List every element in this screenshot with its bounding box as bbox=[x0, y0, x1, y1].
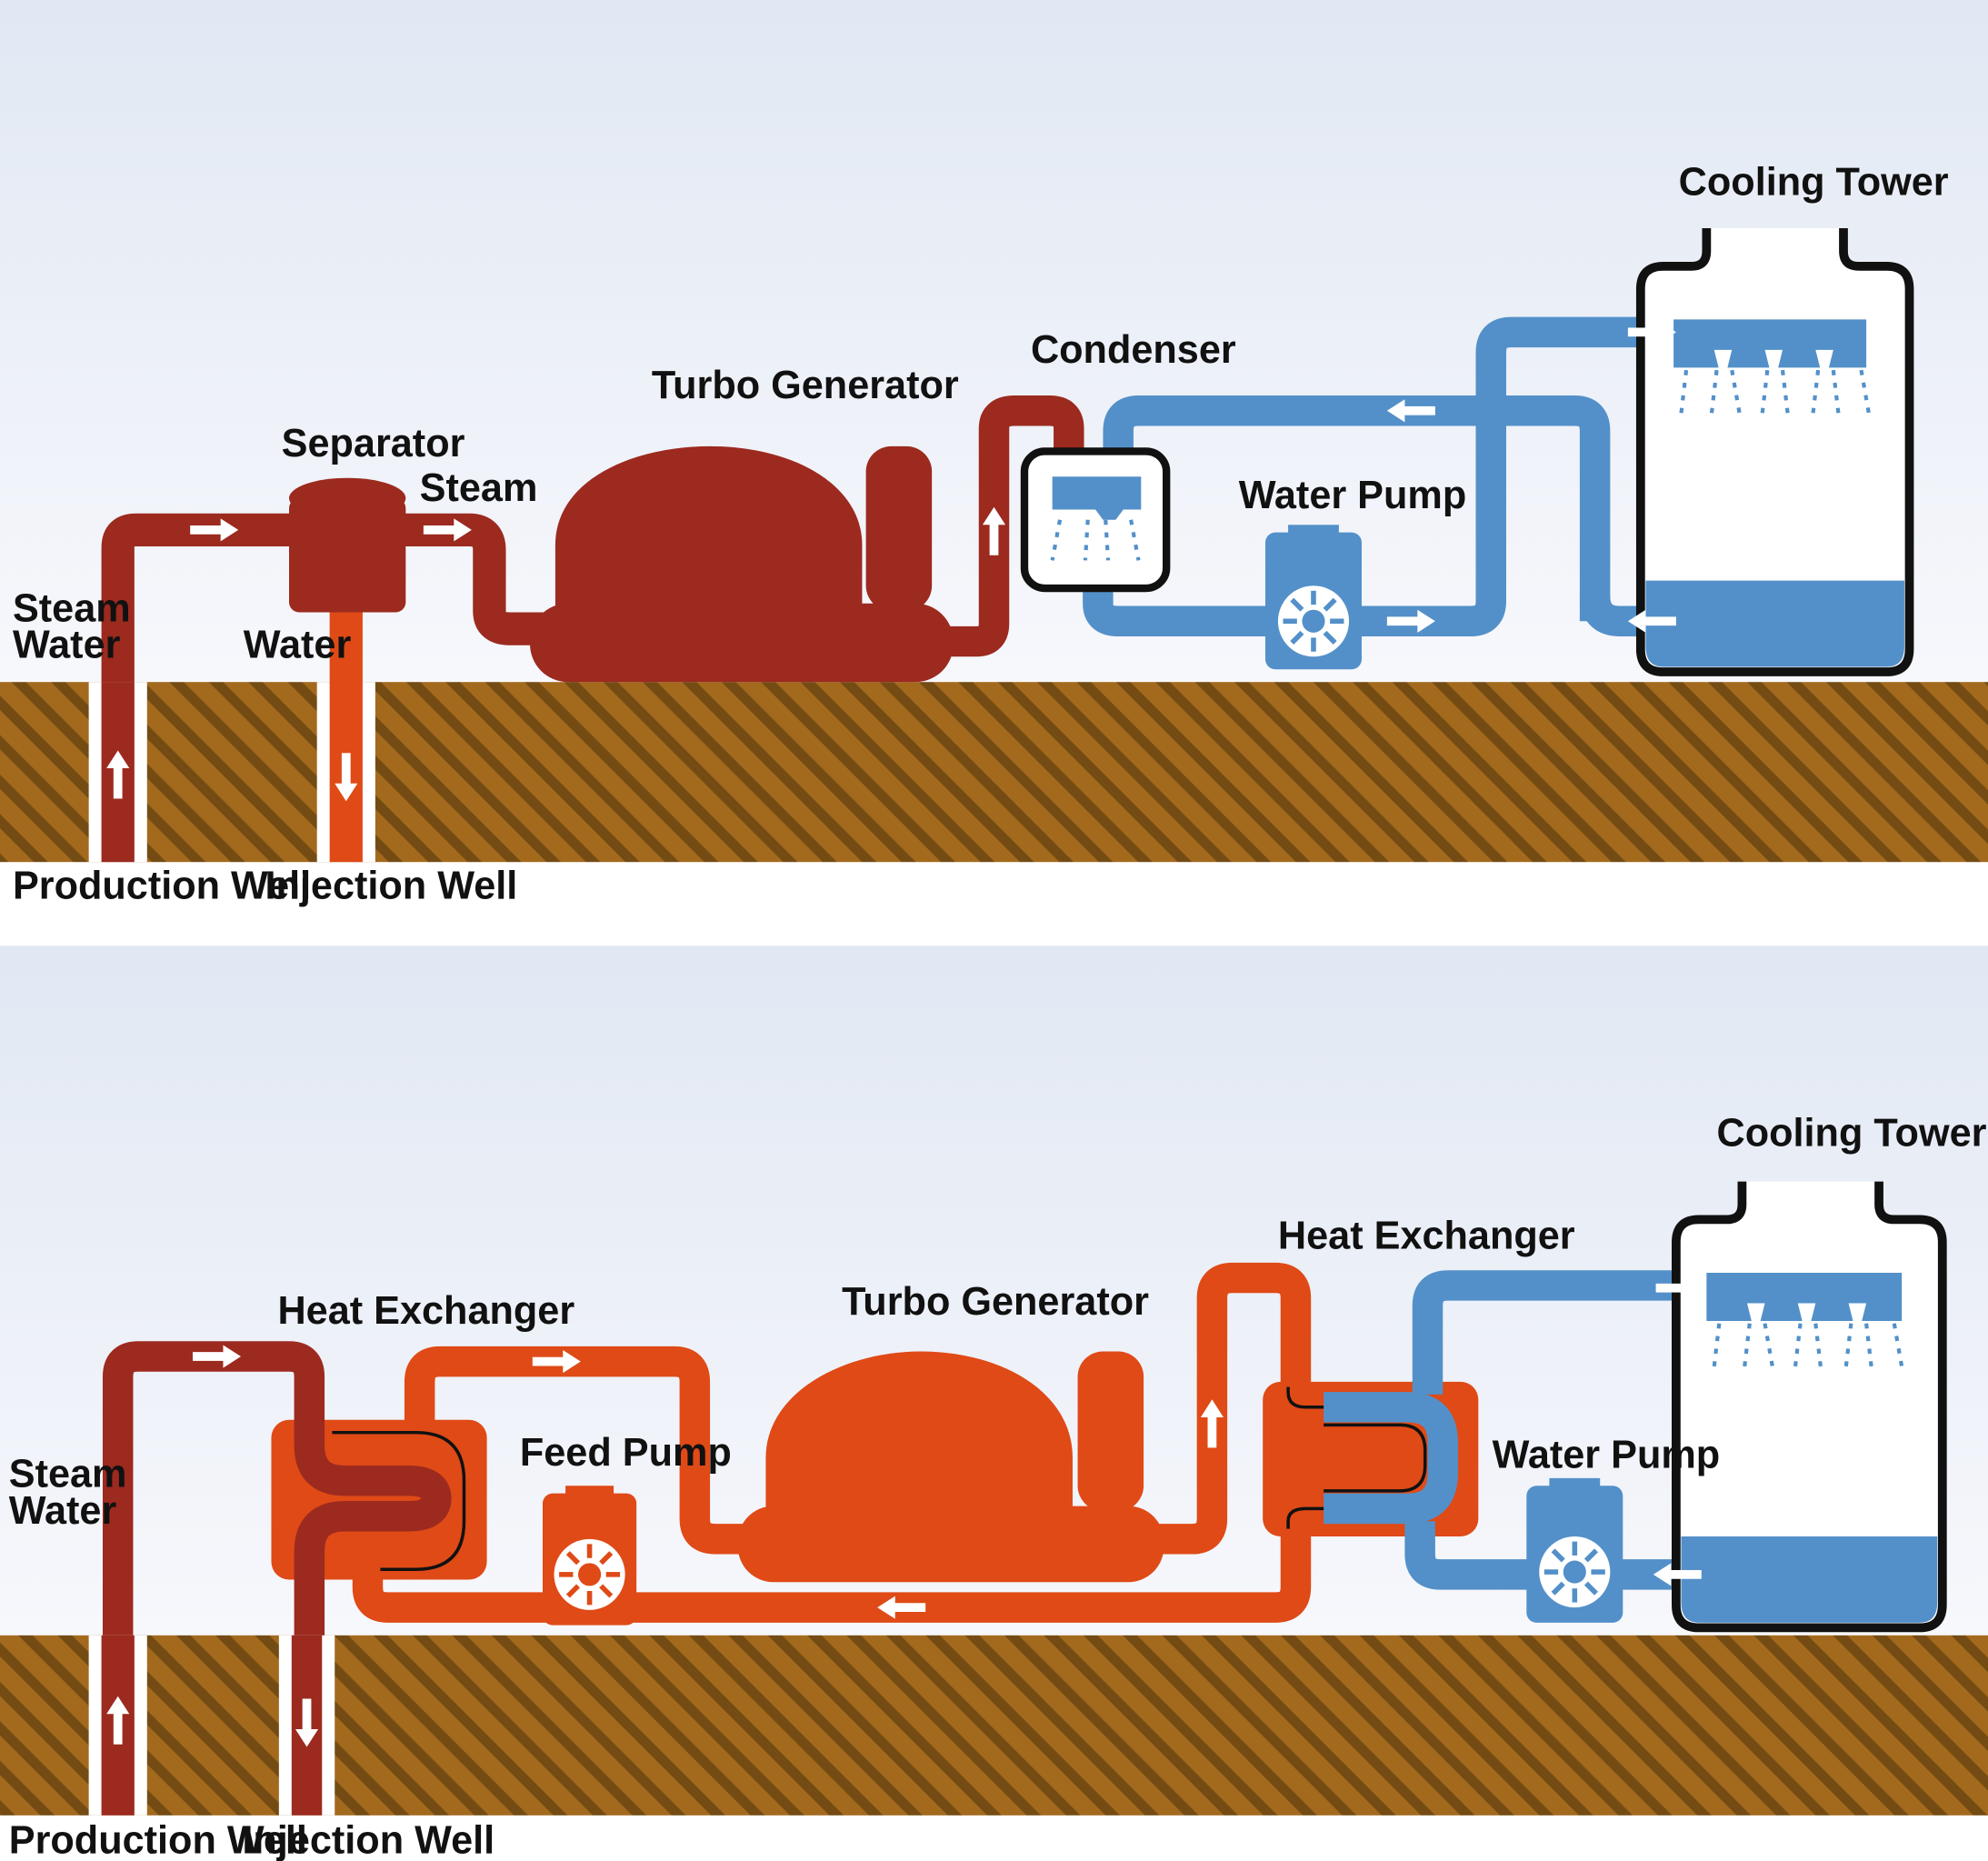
turbo-generator bbox=[737, 1351, 1164, 1583]
feed-pump bbox=[542, 1486, 637, 1626]
bottom-panel: Steam Water Heat Exchanger Feed Pump Tur… bbox=[0, 946, 1988, 1861]
ground bbox=[0, 682, 1988, 863]
separator-label: Separator bbox=[282, 422, 465, 465]
cooling-tower-label: Cooling Tower bbox=[1717, 1112, 1987, 1156]
production-pipe bbox=[102, 1341, 452, 1636]
cooling-return-pipe bbox=[1103, 395, 1611, 622]
separator-steam-label: Steam bbox=[420, 466, 538, 510]
separator bbox=[289, 477, 406, 613]
water-label: Water bbox=[13, 624, 121, 667]
working-fluid-return-pipe bbox=[352, 1496, 1312, 1623]
water-pump bbox=[1526, 1477, 1623, 1623]
water-pump-label: Water Pump bbox=[1239, 474, 1467, 517]
cooling-supply-pipe bbox=[1083, 316, 1649, 636]
steam-to-condenser-pipe bbox=[944, 395, 1084, 657]
water-pump-label: Water Pump bbox=[1493, 1434, 1721, 1477]
separator-water-label: Water bbox=[244, 624, 352, 667]
injection-well-label: Injection Well bbox=[265, 865, 518, 908]
top-panel: Steam Water Separator Steam Water Turbo … bbox=[0, 0, 1988, 908]
cooling-supply-pipe bbox=[1412, 1270, 1687, 1395]
heat-exchanger-1-label: Heat Exchanger bbox=[277, 1289, 574, 1333]
turbo-generator-label: Turbo Generator bbox=[652, 364, 959, 407]
pump-impeller-icon bbox=[1278, 585, 1349, 656]
turbine-outlet-pipe bbox=[1147, 1262, 1312, 1555]
water-pump bbox=[1264, 525, 1362, 670]
turbo-generator bbox=[530, 445, 954, 683]
heat-exchanger-2-coil bbox=[1324, 1392, 1458, 1525]
turbo-generator-label: Turbo Generator bbox=[842, 1280, 1149, 1324]
steam-label: Steam bbox=[13, 586, 131, 630]
condenser bbox=[1020, 447, 1171, 593]
injection-well-label: Injection Well bbox=[242, 1819, 495, 1861]
production-pipe bbox=[101, 513, 298, 683]
heat-exchanger-2-label: Heat Exchanger bbox=[1278, 1215, 1575, 1258]
cooling-tower bbox=[1672, 1181, 1947, 1633]
injection-well-pipe bbox=[329, 608, 363, 863]
production-well-label: Production Well bbox=[13, 865, 311, 908]
heat-exchanger-2-coil-outline bbox=[1286, 1386, 1427, 1529]
pump-impeller-icon bbox=[1539, 1536, 1610, 1607]
cooling-return-pipe bbox=[1404, 1521, 1687, 1590]
heat-exchanger-1-coil bbox=[332, 1430, 466, 1572]
steam-label: Steam bbox=[9, 1453, 127, 1496]
tower-outlet-pipe bbox=[1579, 595, 1649, 636]
working-fluid-supply-pipe bbox=[404, 1346, 748, 1555]
steam-pipe bbox=[399, 513, 545, 645]
cooling-tower bbox=[1635, 227, 1914, 676]
feed-pump-label: Feed Pump bbox=[520, 1431, 732, 1475]
condenser-label: Condenser bbox=[1031, 328, 1236, 372]
pump-impeller-icon bbox=[554, 1539, 625, 1610]
water-label: Water bbox=[9, 1489, 117, 1533]
cooling-tower-label: Cooling Tower bbox=[1679, 161, 1949, 205]
production-well-label: Production Well bbox=[9, 1819, 307, 1861]
